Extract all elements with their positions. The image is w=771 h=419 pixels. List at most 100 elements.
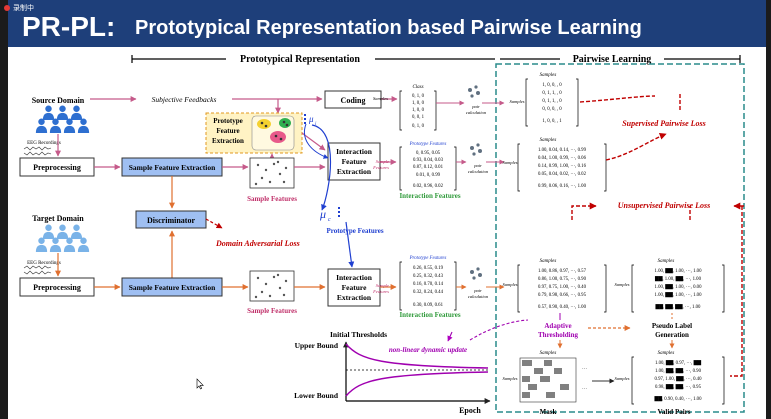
target-sample-features-label: Sample Features [247, 307, 297, 315]
source-domain-label: Source Domain [32, 96, 85, 105]
matrix-row: 0.79, 0.98, 0.66, ···, 0.95 [538, 293, 587, 298]
pair-calc-label-3a: pair [473, 288, 482, 293]
binary-pair-matrix: 1, 0, 0, , 0 0, 1, 1, , 0 0, 1, 1, , 0 0… [525, 78, 579, 127]
unsupervised-loss-label: Unsupervised Pairwise Loss [618, 201, 710, 210]
proto-features-label-2: Prototype Features [409, 256, 447, 261]
pair-calc-label-1b: calculation [466, 110, 487, 115]
mouse-cursor-icon [196, 378, 204, 390]
target-eeg-label: EEG Recordings [27, 261, 61, 266]
valid-pairs-label: Valid Pairs [658, 408, 691, 416]
initial-thresholds-label: Initial Thresholds [330, 330, 387, 339]
matrix-row: 1.00, 0.04, 0.14, ···, 0.99 [538, 148, 587, 153]
class-row: 1, 0, 0 [412, 108, 425, 113]
samples-label-r6-side: Samples [615, 376, 630, 381]
source-feature-extraction-label: Sample Feature Extraction [129, 163, 216, 172]
matrix-row: 0, 1, 1, , 0 [542, 99, 562, 104]
samples-label-r3: Samples [540, 259, 557, 264]
target-eeg-wave-icon [23, 265, 52, 270]
interaction-row: 0.01, 0, 0.99 [416, 173, 441, 178]
target-interaction-line3: Extraction [337, 293, 372, 302]
mu-i-subscript: i [315, 122, 317, 127]
upper-threshold-curve [345, 343, 489, 369]
target-feature-extraction-label: Sample Feature Extraction [129, 283, 216, 292]
source-sample-dots [254, 160, 288, 186]
source-preprocessing-label: Preprocessing [33, 163, 81, 172]
matrix-row: 0.98, ▇▇, ▇▇, ···, 0.95 [655, 384, 702, 390]
mu-c-subscript: c [328, 217, 331, 223]
nonlinear-update-label: non-linear dynamic update [389, 346, 467, 354]
recording-badge: 录制中 [4, 3, 34, 13]
mu-i-symbol: μ [308, 114, 314, 124]
mask-label: Mask [540, 408, 557, 416]
interaction-row: 0, 0.95, 0.05 [416, 151, 441, 156]
interaction-row: 0.30, 0.09, 0.61 [413, 303, 444, 308]
class-row: 0, 1, 0 [412, 94, 425, 99]
pair-calc-label-2a: pair [473, 163, 482, 168]
title-sub: Prototypical Representation based Pairwi… [135, 17, 642, 39]
pair-calc-icon-3 [470, 267, 482, 280]
sample-features-label-2a: Sample [376, 283, 389, 288]
matrix-row: ▇▇, 0.90, 0.40, ···, 1.00 [654, 396, 703, 402]
section-right-label: Pairwise Learning [573, 54, 652, 65]
matrix-row: 0.04, 1.00, 0.99, ···, 0.06 [538, 156, 587, 161]
matrix-row: ▇▇, ▇▇, ▇▇, ···, 1.00 [655, 304, 702, 310]
matrix-row: 0, 0, 0, , 0 [542, 107, 562, 112]
mask-matrix: ··· ··· [519, 357, 587, 403]
prototype-extraction-line3: Extraction [212, 137, 244, 145]
source-sample-features-plot [249, 157, 295, 189]
pair-calc-icon-1 [468, 85, 480, 98]
target-preprocessing-label: Preprocessing [33, 283, 81, 292]
prototype-features-label: Prototype Features [326, 227, 383, 235]
matrix-row: 0, 1, 1, , 0 [542, 91, 562, 96]
source-interaction-line2: Feature [342, 157, 368, 166]
interaction-row: 0.32, 0.24, 0.44 [413, 290, 444, 295]
source-eeg-label: EEG Recordings [27, 141, 61, 146]
epoch-label: Epoch [459, 406, 481, 415]
source-sample-features-label: Sample Features [247, 195, 297, 203]
samples-label-r2: Samples [540, 138, 557, 143]
pseudo-label-line1: Pseudo Label [652, 322, 692, 330]
samples-label-r2-side: Samples [503, 160, 518, 165]
target-domain-label: Target Domain [32, 214, 84, 223]
class-row: 1, 0, 0 [412, 101, 425, 106]
matrix-row: 1, 0, 0, , 1 [542, 119, 562, 124]
adaptive-thresholding-line2: Thresholding [538, 331, 578, 339]
upper-bound-label: Upper Bound [295, 341, 339, 350]
class-row: 0, 1, 0 [412, 124, 425, 129]
samples-label-r5-side: Samples [503, 376, 518, 381]
recording-label: 录制中 [13, 5, 34, 12]
target-sample-dots [254, 273, 288, 299]
interaction-row: 0.02, 0.96, 0.02 [413, 184, 444, 189]
matrix-row: 1.00, ▇▇, 0.97, ···, ▇▇ [655, 360, 701, 366]
matrix-row: 0.99, 0.06, 0.16, ···, 1.00 [538, 184, 587, 189]
target-sample-features-plot [249, 270, 295, 302]
unsupervised-pair-matrix: 1.00, 0.86, 0.97, ···, 0.57 0.86, 1.00, … [517, 264, 607, 313]
interaction-features-label-1: Interaction Features [399, 192, 460, 200]
matrix-row: 1.00, 0.86, 0.97, ···, 0.57 [538, 269, 587, 274]
interaction-row: 0.87, 0.12, 0.01 [413, 165, 444, 170]
svg-text:···: ··· [582, 367, 587, 372]
matrix-row: 0.57, 0.90, 0.40, ···, 1.00 [538, 305, 587, 310]
pair-calc-label-3b: calculation [468, 294, 489, 299]
class-matrix: Class 0, 1, 0 1, 0, 0 1, 0, 0 0, 0, 1 0,… [399, 85, 437, 131]
subjective-feedbacks-label: Subjective Feedbacks [152, 95, 217, 104]
threshold-chart: Initial Thresholds Upper Bound Lower Bou… [294, 319, 529, 415]
interaction-features-label-2: Interaction Features [399, 311, 460, 319]
prototype-extraction-line1: Prototype [213, 117, 242, 125]
matrix-row: 0.05, 0.04, 0.02, ···, 0.02 [538, 172, 587, 177]
samples-label-r6: Samples [658, 351, 675, 356]
source-interaction-line1: Interaction [336, 147, 373, 156]
supervised-loss-label: Supervised Pairwise Loss [622, 119, 706, 128]
lower-bound-label: Lower Bound [294, 391, 339, 400]
proto-features-label-1: Prototype Features [409, 142, 447, 147]
matrix-row: 1, 0, 0, , 0 [542, 83, 562, 88]
source-interaction-line3: Extraction [337, 167, 372, 176]
source-eeg-wave-icon [23, 146, 52, 151]
samples-label-class: Samples [373, 96, 388, 101]
target-interaction-line2: Feature [342, 283, 368, 292]
interaction-row: 0.26, 0.55, 0.19 [413, 266, 444, 271]
target-interaction-line1: Interaction [336, 273, 373, 282]
section-header-left: Prototypical Representation [131, 54, 495, 65]
pair-calc-label-2b: calculation [468, 169, 489, 174]
